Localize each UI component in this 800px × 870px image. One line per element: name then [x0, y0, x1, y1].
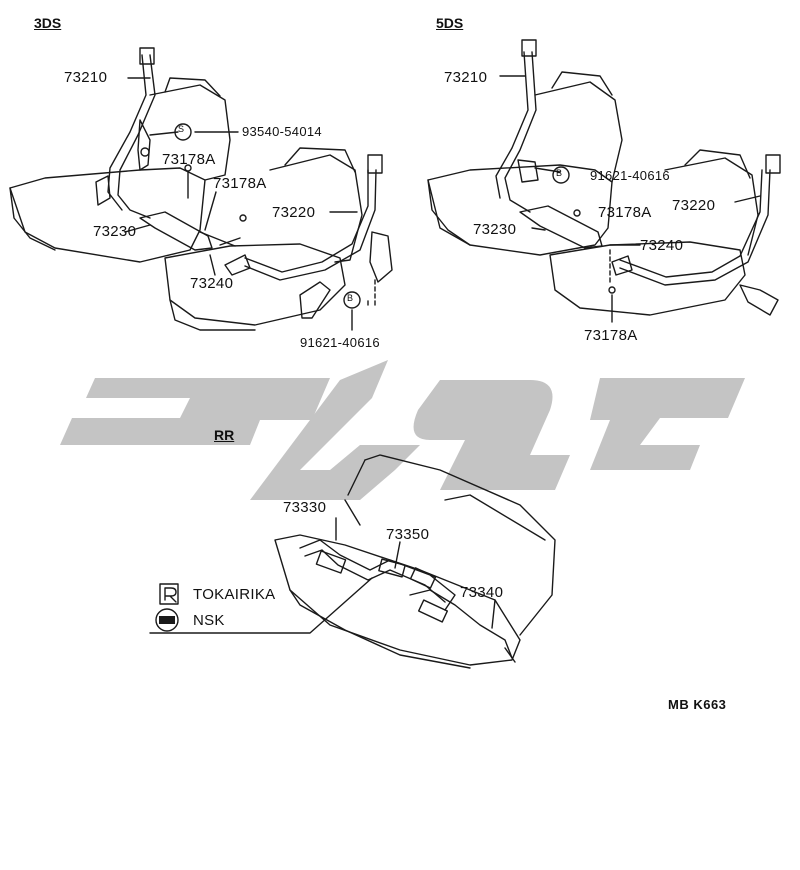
marker-3ds-b-letter: B	[347, 293, 354, 303]
label-5ds-73210: 73210	[444, 69, 488, 86]
marker-5ds-b	[552, 166, 570, 184]
leaders-5ds	[499, 75, 761, 323]
label-3ds-93540-54014: 93540-54014	[242, 124, 322, 139]
legend-tokairika-label: TOKAIRIKA	[193, 586, 276, 603]
belt-rr	[299, 539, 516, 663]
belt-5ds-73210	[495, 39, 539, 213]
label-5ds-91621-40616: 91621-40616	[590, 168, 670, 183]
belt-5ds-73220	[619, 154, 781, 316]
section-5ds: 5DS	[436, 15, 464, 31]
label-3ds-73240: 73240	[190, 275, 234, 292]
seat-rr-backrest	[344, 454, 556, 636]
label-rr-73330: 73330	[283, 499, 327, 516]
label-3ds-73178a-1: 73178A	[162, 151, 216, 168]
label-3ds-73210: 73210	[64, 69, 108, 86]
label-3ds-73178a-2: 73178A	[213, 175, 267, 192]
leaders-rr	[149, 517, 496, 634]
leaders-3ds	[124, 77, 376, 331]
label-5ds-73178a-1: 73178A	[598, 204, 652, 221]
marker-3ds-s	[174, 123, 192, 141]
label-5ds-73230: 73230	[473, 221, 517, 238]
seat-rr-cushion	[274, 534, 521, 669]
seat-3ds-rear-seat	[9, 77, 231, 263]
belt-3ds-73210	[95, 47, 156, 219]
seat-3ds-front-seat	[164, 147, 363, 331]
tokairika-symbol	[159, 583, 179, 605]
label-rr-73340: 73340	[460, 584, 504, 601]
nsk-symbol	[155, 608, 179, 632]
label-3ds-73220: 73220	[272, 204, 316, 221]
section-rr: RR	[214, 427, 235, 443]
label-5ds-73240: 73240	[640, 237, 684, 254]
reference-code: MB K663	[668, 697, 727, 712]
label-5ds-73220: 73220	[672, 197, 716, 214]
marker-3ds-b	[343, 291, 361, 309]
label-3ds-73230: 73230	[93, 223, 137, 240]
marker-3ds-s-letter: S	[178, 124, 185, 134]
label-3ds-91621-40616: 91621-40616	[300, 335, 380, 350]
legend-nsk-label: NSK	[193, 612, 225, 629]
section-3ds: 3DS	[34, 15, 62, 31]
seat-5ds-front-seat	[549, 149, 759, 316]
seat-5ds-rear-seat	[427, 71, 623, 256]
marker-5ds-b-letter: B	[556, 168, 563, 178]
label-5ds-73178a-2: 73178A	[584, 327, 638, 344]
buckle-5ds	[519, 205, 633, 276]
watermark-logo	[60, 360, 745, 500]
buckle-3ds	[139, 211, 251, 276]
belt-3ds-73220	[244, 154, 393, 319]
label-rr-73350: 73350	[386, 526, 430, 543]
